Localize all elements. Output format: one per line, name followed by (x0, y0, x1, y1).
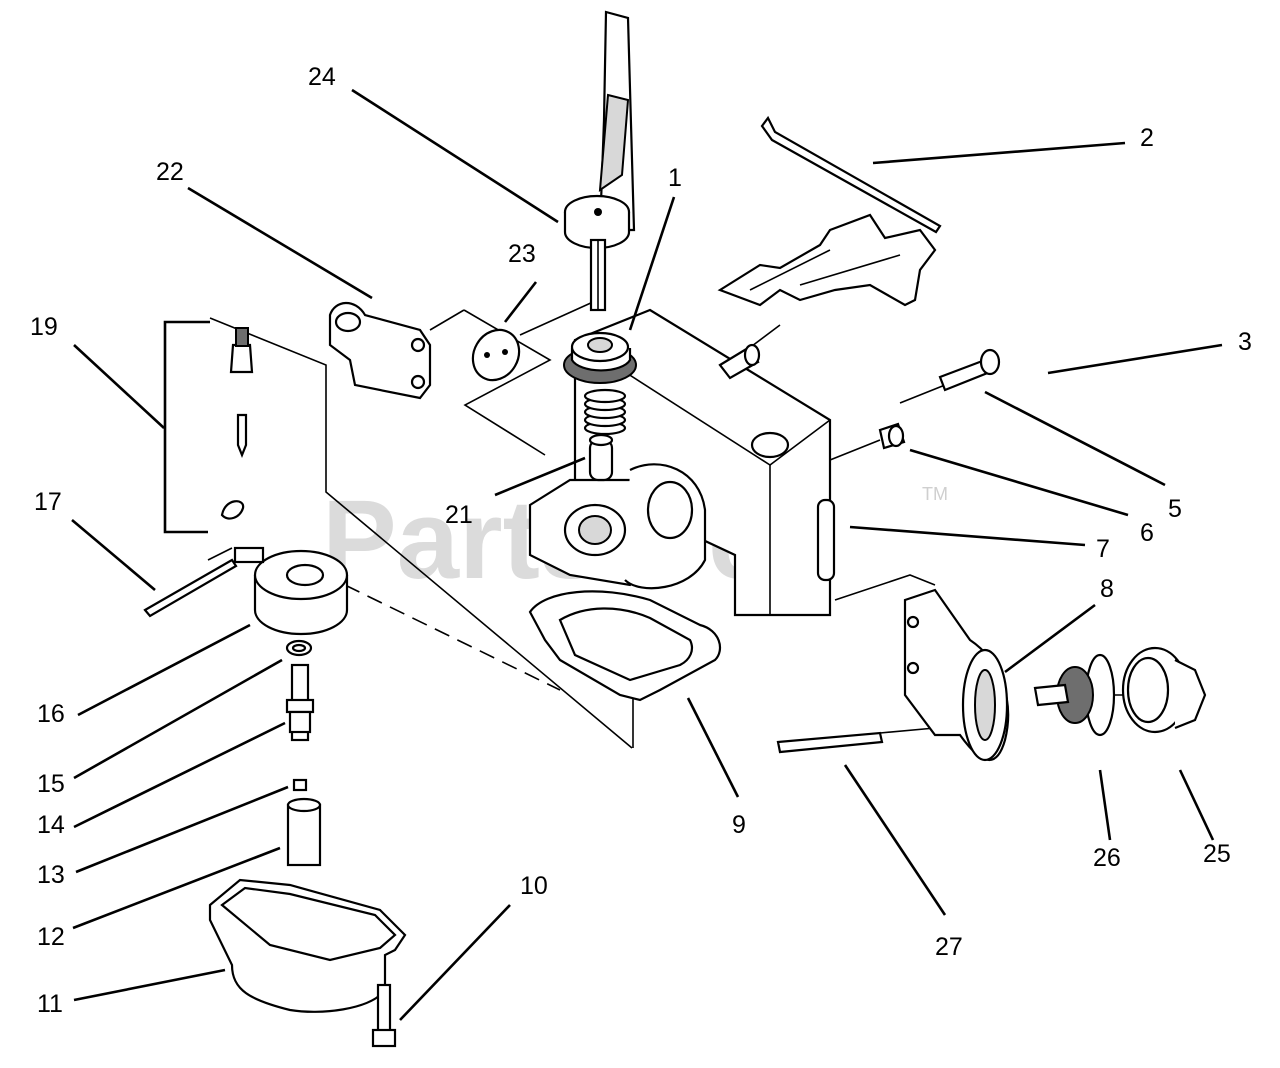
callout-10: 10 (520, 872, 548, 900)
throttle-bracket (717, 213, 937, 307)
callout-5: 5 (1168, 495, 1182, 523)
callout-7: 7 (1096, 535, 1110, 563)
leader-lines (71, 88, 1223, 1021)
part-27-pin (776, 731, 884, 754)
callout-23: 23 (508, 240, 536, 268)
callout-17: 17 (34, 488, 62, 516)
callout-11: 11 (37, 990, 63, 1018)
callout-25: 25 (1203, 840, 1231, 868)
part-24-choke-lever (563, 10, 636, 312)
callout-15: 15 (37, 770, 65, 798)
part-9-float-bowl-gasket (528, 590, 722, 702)
callout-14: 14 (37, 811, 65, 839)
part-12-sleeve (286, 797, 322, 867)
callout-labels: 24 2 1 22 23 19 3 5 6 7 8 17 21 16 15 14… (30, 63, 1252, 1018)
watermark-trademark: TM (922, 484, 948, 504)
callout-19: 19 (30, 313, 58, 341)
callout-21: 21 (445, 501, 473, 529)
carburetor-body (528, 308, 836, 617)
callout-6: 6 (1140, 519, 1154, 547)
part-23-choke-plate (471, 328, 521, 382)
part-2-throttle-rod (760, 115, 942, 234)
part-8-diaphragm (903, 588, 1010, 762)
part-21-spring (583, 388, 627, 436)
part-10-bowl-screw (371, 983, 397, 1048)
part-1-throttle-shaft (563, 331, 637, 384)
callout-27: 27 (935, 933, 963, 961)
callout-26: 26 (1093, 844, 1121, 872)
callout-16: 16 (37, 700, 65, 728)
part-11-float-bowl (208, 878, 407, 1013)
part-22-choke-bracket (328, 301, 432, 400)
callout-1: 1 (668, 164, 682, 192)
part-25-cover (1121, 646, 1207, 734)
part-13-spring (292, 778, 308, 792)
part-16-float (233, 546, 349, 636)
callout-8: 8 (1100, 575, 1114, 603)
callout-24: 24 (308, 63, 336, 91)
part-15-o-ring (285, 639, 313, 657)
part-26-fitting (1033, 653, 1116, 737)
screw-set-5-6 (718, 343, 1001, 450)
callout-3: 3 (1238, 328, 1252, 356)
callout-12: 12 (37, 923, 65, 951)
part-17-float-pin (143, 558, 238, 618)
callout-2: 2 (1140, 124, 1154, 152)
callout-9: 9 (732, 811, 746, 839)
part-19-inlet-needle-kit (163, 320, 254, 534)
callout-13: 13 (37, 861, 65, 889)
callout-22: 22 (156, 158, 184, 186)
part-14-main-jet (285, 663, 315, 742)
